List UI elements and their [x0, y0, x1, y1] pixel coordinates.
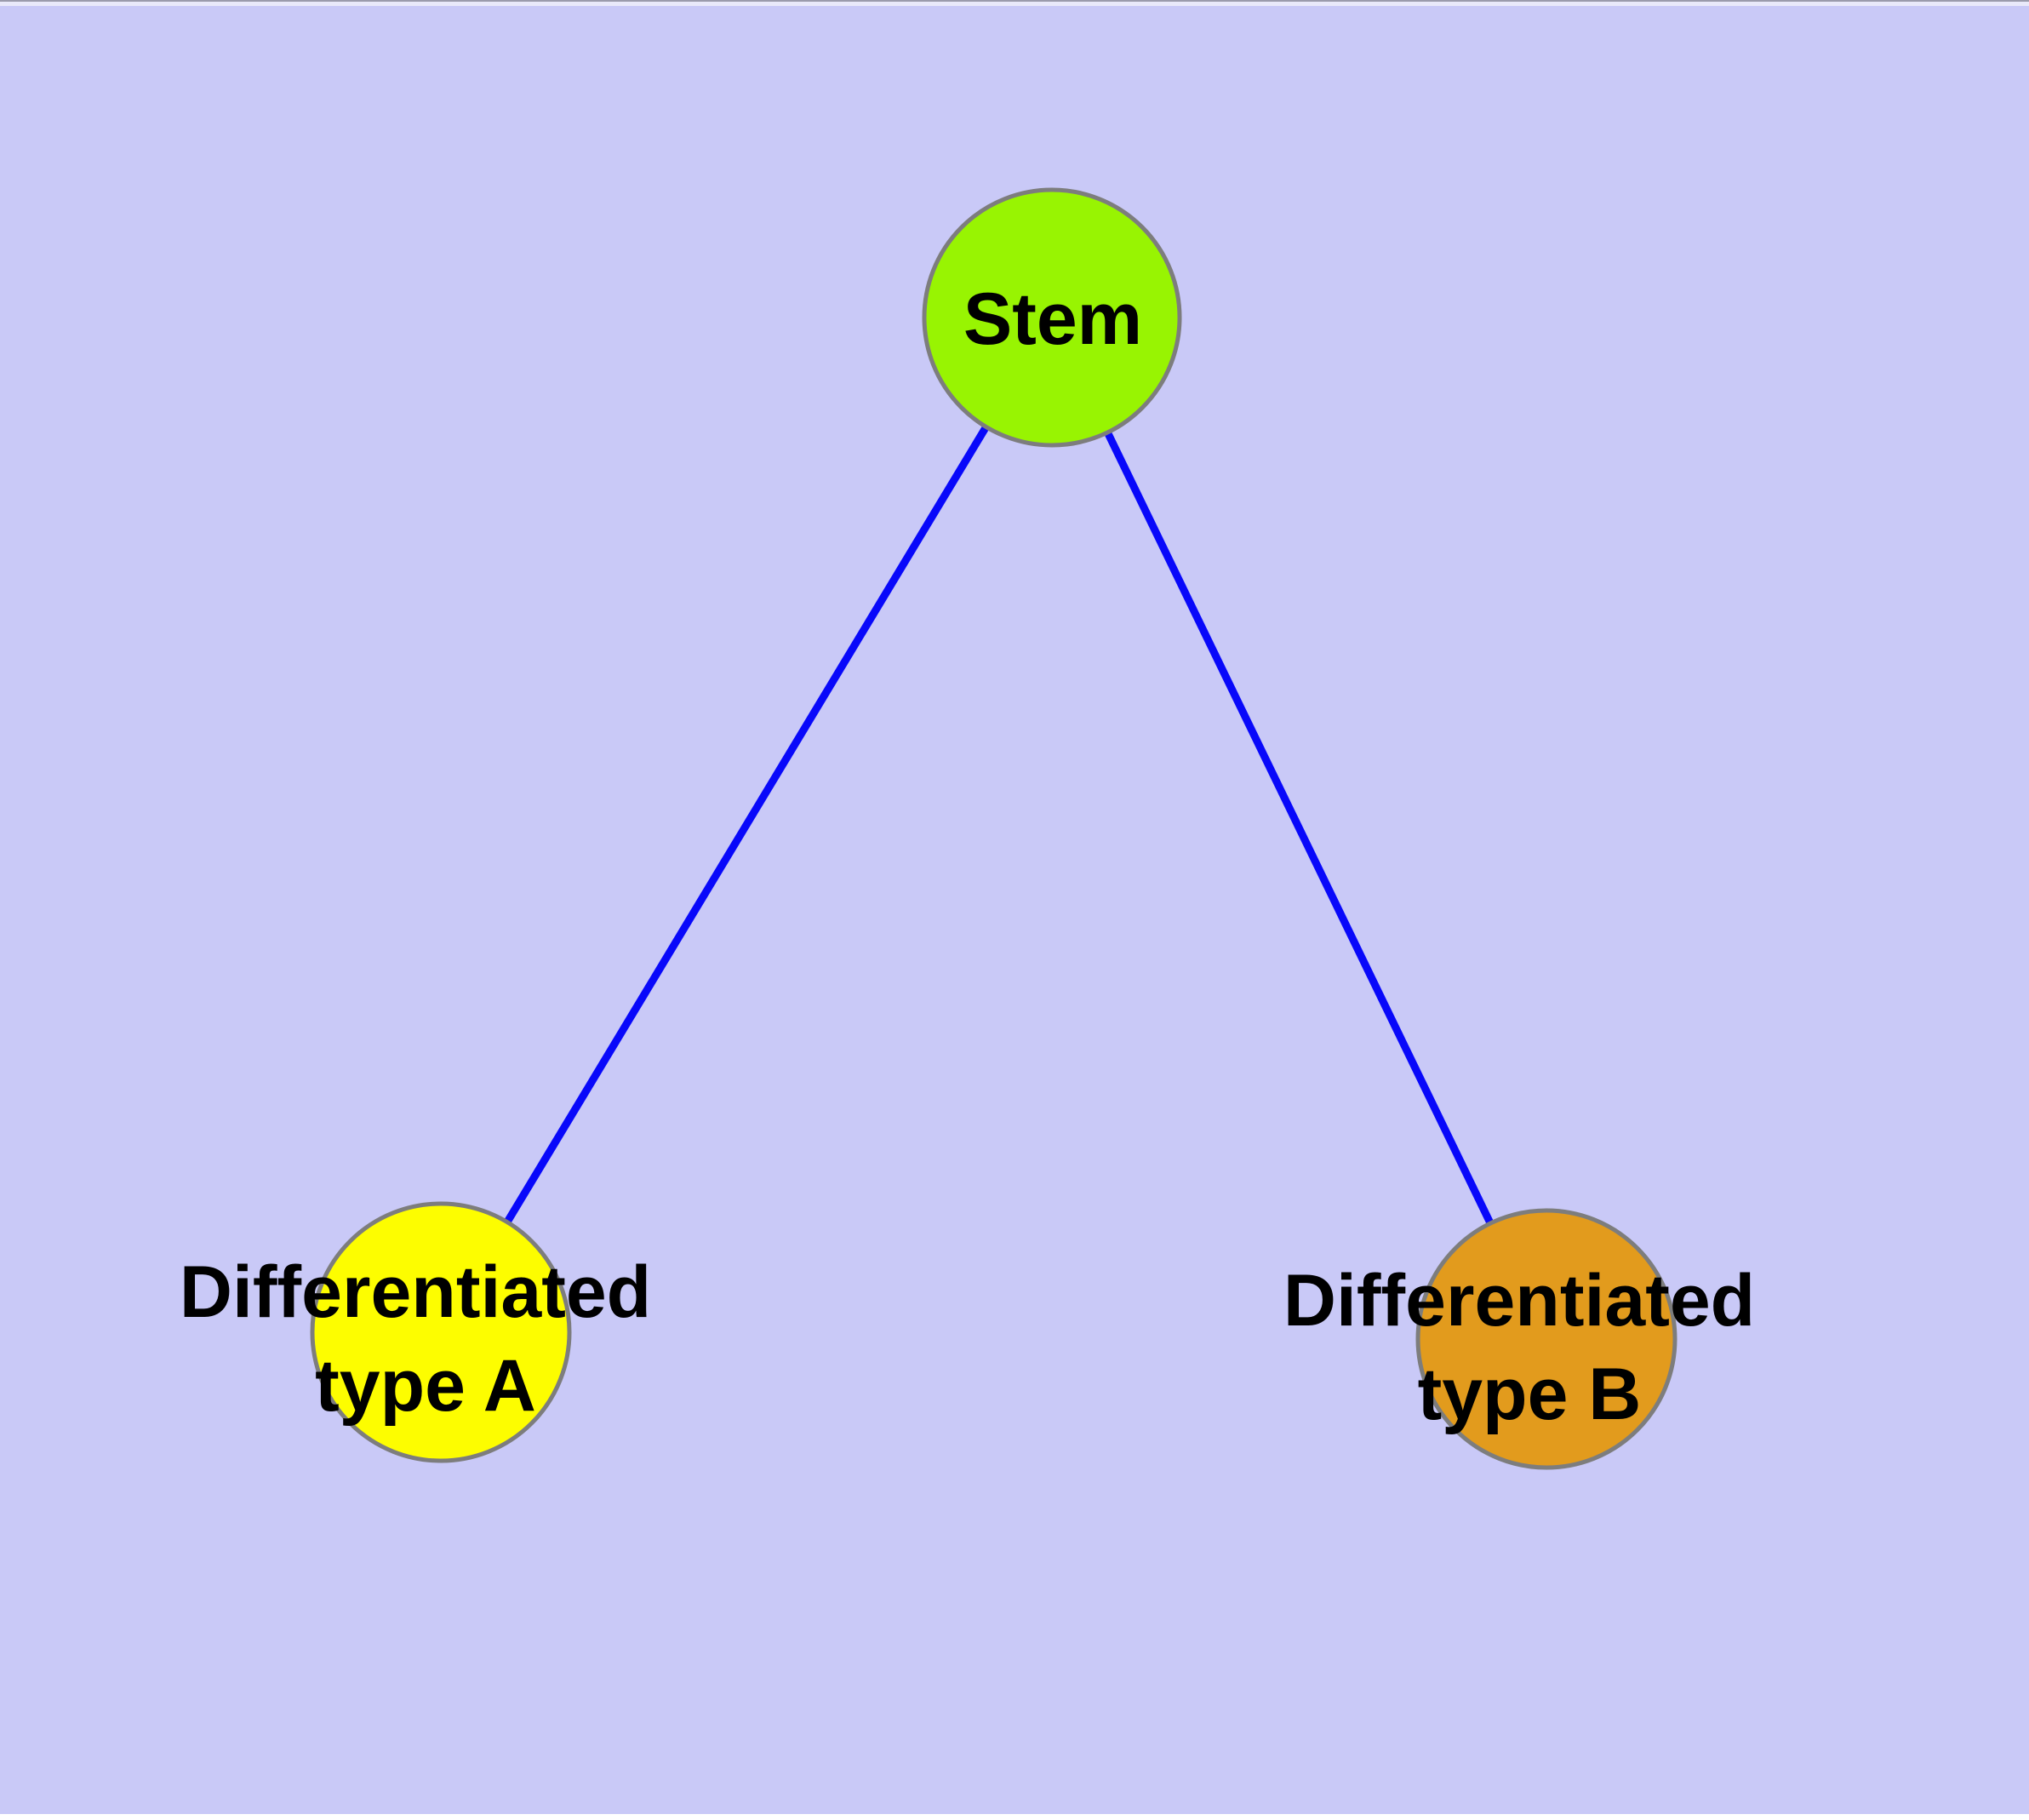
top-edge-line	[0, 0, 2029, 2]
node-type-b-label-line1: Differentiated	[1283, 1260, 1755, 1342]
node-stem-label: Stem	[963, 278, 1142, 360]
node-type-a-circle[interactable]	[310, 1201, 572, 1463]
node-differentiated-type-a[interactable]: Differentiated type A	[180, 1201, 672, 1463]
top-edge-band	[0, 2, 2029, 6]
node-type-b-circle[interactable]	[1415, 1208, 1677, 1470]
node-type-a-label: Differentiated type A	[180, 1251, 672, 1427]
node-stem-circle[interactable]	[922, 187, 1182, 448]
node-type-b-label: Differentiated type B	[1283, 1260, 1775, 1435]
node-type-a-label-line1: Differentiated	[180, 1251, 651, 1333]
node-type-a-label-line2: type A	[315, 1345, 536, 1427]
edge-stem-to-type-a	[437, 315, 1055, 1335]
node-differentiated-type-b[interactable]: Differentiated type B	[1283, 1208, 1775, 1470]
edge-stem-to-type-b	[1048, 316, 1551, 1341]
node-stem[interactable]: Stem	[922, 187, 1182, 448]
node-type-b-label-line2: type B	[1418, 1354, 1642, 1435]
